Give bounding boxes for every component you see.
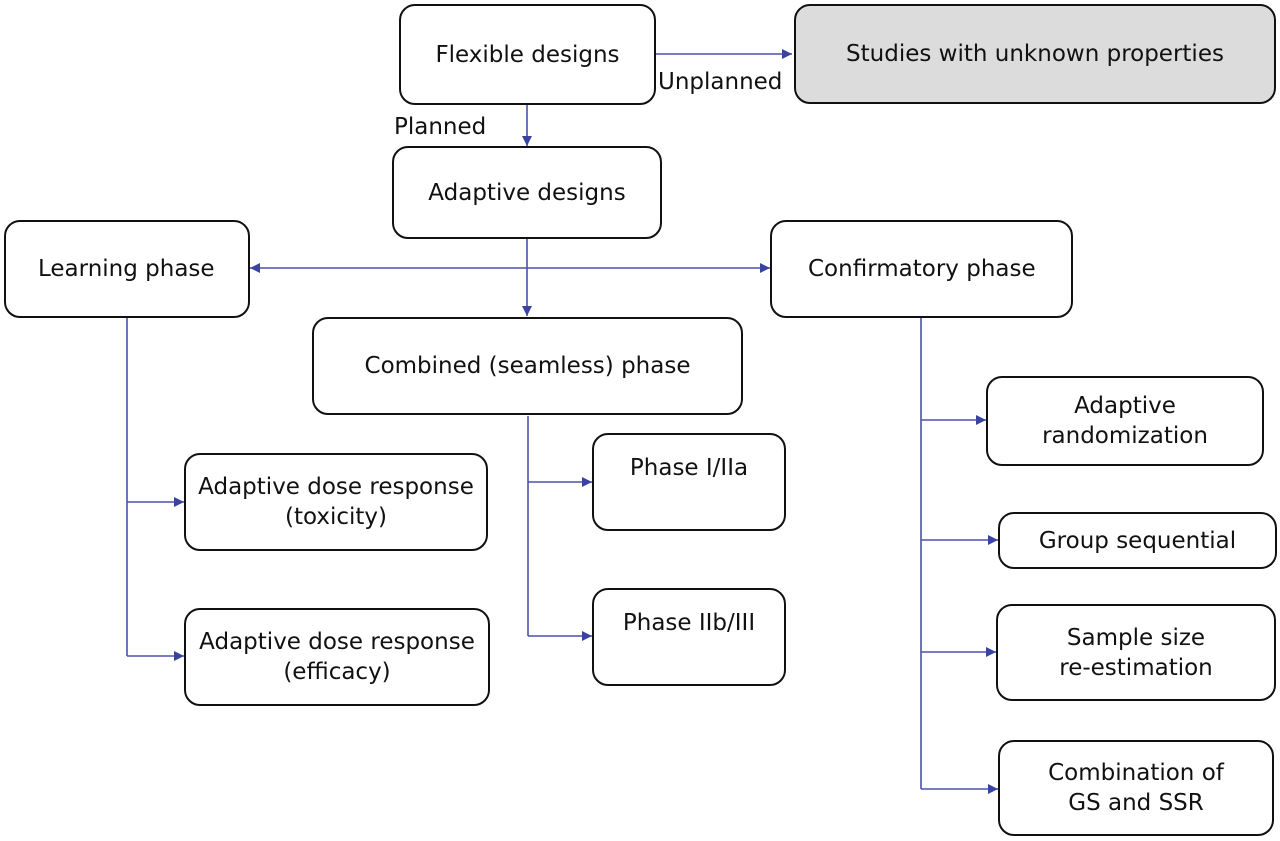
node-flexible-designs: Flexible designs: [399, 4, 656, 105]
node-studies-unknown-label: Studies with unknown properties: [846, 41, 1224, 67]
node-phase-i-iia: Phase I/IIa: [592, 433, 786, 531]
node-dose-eff-line-2: (efficacy): [283, 659, 391, 685]
node-combined-phase-label: Combined (seamless) phase: [364, 353, 691, 379]
node-dose-eff-line-1: Adaptive dose response: [199, 629, 475, 655]
node-gs-ssr-line-1: Combination of: [1048, 760, 1224, 786]
node-dose-tox-line-2: (toxicity): [285, 504, 387, 530]
edge-label-planned: Planned: [394, 114, 487, 140]
node-sample-size-reestimation: Sample size re-estimation: [996, 604, 1276, 701]
node-combined-phase: Combined (seamless) phase: [312, 317, 743, 415]
node-adaptive-rand-line-1: Adaptive: [1074, 393, 1176, 419]
node-group-sequential-label: Group sequential: [1038, 527, 1237, 554]
node-dose-response-toxicity: Adaptive dose response (toxicity): [184, 453, 488, 551]
node-phase-iib-iii: Phase IIb/III: [592, 588, 786, 686]
node-confirmatory-phase: Confirmatory phase: [770, 220, 1073, 318]
node-adaptive-designs: Adaptive designs: [392, 146, 662, 239]
node-phase-iib-iii-label: Phase IIb/III: [622, 610, 756, 636]
node-confirmatory-phase-label: Confirmatory phase: [808, 256, 1036, 282]
node-dose-response-efficacy: Adaptive dose response (efficacy): [184, 608, 490, 706]
node-learning-phase: Learning phase: [4, 220, 250, 318]
node-adaptive-designs-label: Adaptive designs: [428, 179, 626, 206]
node-phase-i-iia-label: Phase I/IIa: [629, 455, 749, 481]
node-ssr-line-2: re-estimation: [1059, 654, 1213, 681]
node-ssr-line-1: Sample size: [1066, 624, 1206, 651]
edge-label-unplanned: Unplanned: [658, 69, 783, 95]
node-dose-tox-line-1: Adaptive dose response: [198, 474, 474, 500]
node-gs-ssr-line-2: GS and SSR: [1068, 790, 1204, 816]
node-combination-gs-ssr: Combination of GS and SSR: [998, 740, 1274, 836]
node-adaptive-randomization: Adaptive randomization: [986, 376, 1264, 466]
node-adaptive-rand-line-2: randomization: [1042, 423, 1208, 449]
node-group-sequential: Group sequential: [998, 512, 1277, 569]
node-studies-unknown-properties: Studies with unknown properties: [794, 4, 1276, 104]
node-flexible-designs-label: Flexible designs: [435, 41, 620, 68]
node-learning-phase-label: Learning phase: [38, 256, 215, 282]
